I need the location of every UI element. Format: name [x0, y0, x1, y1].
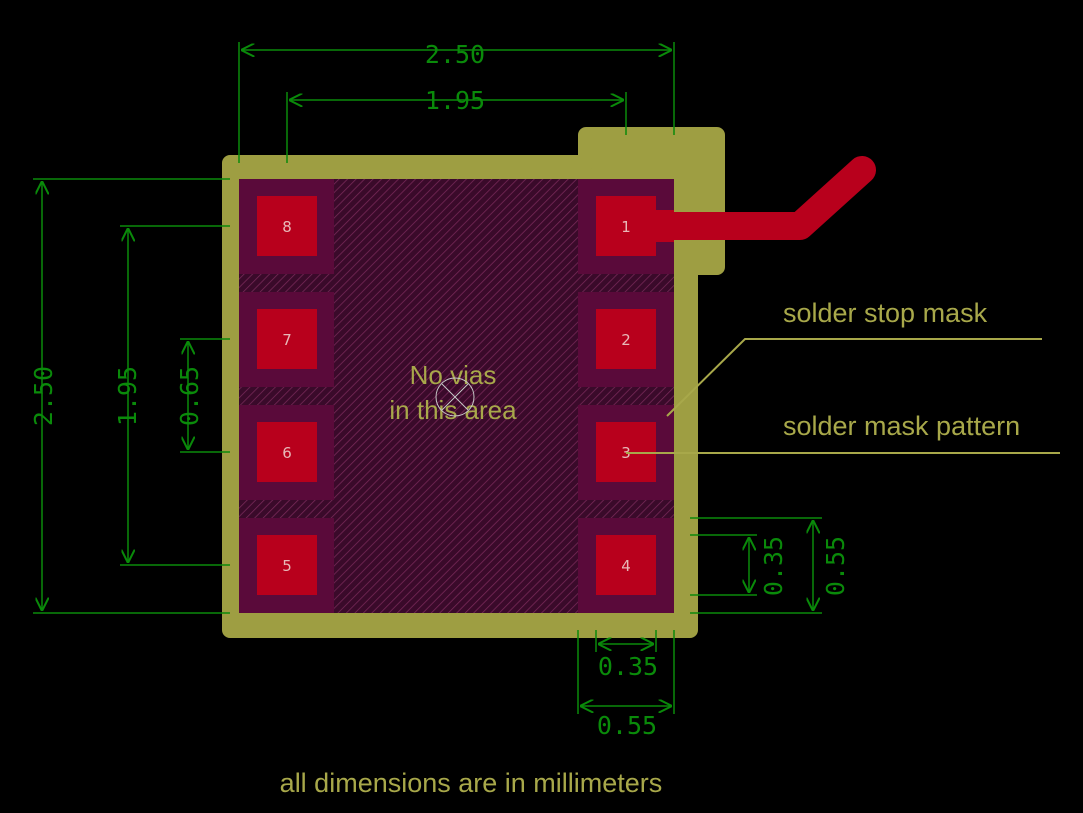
- pad-number: 4: [621, 557, 631, 575]
- pad-7: 7: [257, 309, 317, 369]
- pad-2: 2: [596, 309, 656, 369]
- dim-bottom-inner: 0.35: [598, 652, 658, 681]
- origin-marker-icon: [435, 377, 475, 417]
- pad-number: 1: [621, 218, 631, 236]
- dim-right-inner: 0.35: [759, 536, 788, 596]
- pad-number: 5: [282, 557, 292, 575]
- pad-number: 8: [282, 218, 292, 236]
- pad-8: 8: [257, 196, 317, 256]
- dim-left-pitch: 0.65: [175, 366, 204, 426]
- dim-right-outer: 0.55: [821, 536, 850, 596]
- dim-top-inner: 1.95: [425, 86, 485, 115]
- dimension-lines: [33, 42, 822, 714]
- pad-5: 5: [257, 535, 317, 595]
- center-annotation: No vias in this area: [389, 360, 517, 425]
- dim-bottom-outer: 0.55: [597, 711, 657, 740]
- solder-mask-pattern-label: solder mask pattern: [783, 411, 1020, 441]
- trace: [616, 156, 876, 240]
- no-vias-line1: No vias: [410, 360, 497, 390]
- dimension-labels: 2.50 1.95 2.50 1.95 0.65 0.35 0.55 0.35 …: [29, 40, 850, 740]
- leader-lines: [626, 338, 1060, 454]
- pad-number: 7: [282, 331, 292, 349]
- pad-number: 6: [282, 444, 292, 462]
- solder-stop-mask-label: solder stop mask: [783, 298, 988, 328]
- dim-left-outer: 2.50: [29, 366, 58, 426]
- pads: 8 7 6 5 1 2 3 4: [257, 196, 674, 595]
- pad-4: 4: [596, 535, 656, 595]
- no-vias-line2: in this area: [389, 395, 517, 425]
- pad-1: 1: [596, 196, 656, 256]
- dim-left-inner: 1.95: [113, 366, 142, 426]
- pad-6: 6: [257, 422, 317, 482]
- pad-number: 2: [621, 331, 631, 349]
- footer-note: all dimensions are in millimeters: [280, 768, 663, 798]
- dim-top-outer: 2.50: [425, 40, 485, 69]
